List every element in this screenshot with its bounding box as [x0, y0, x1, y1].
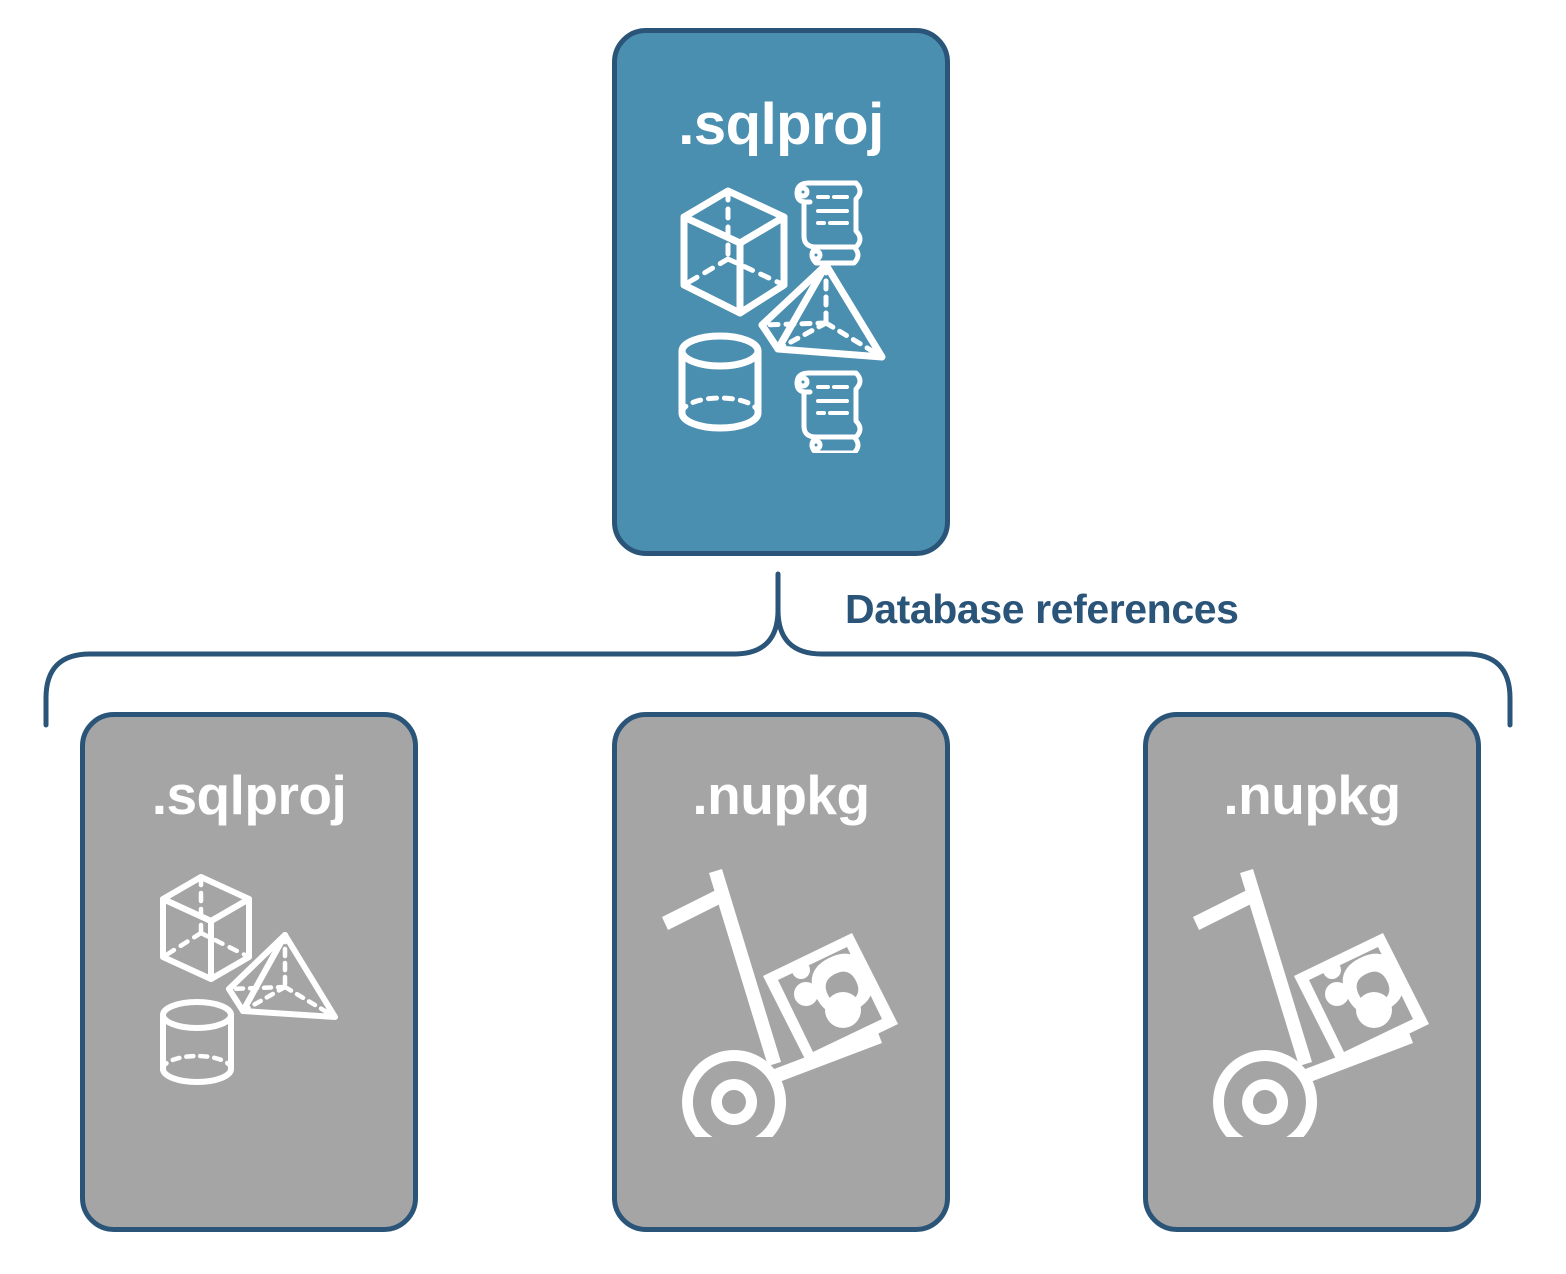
- card-icon-group: [1148, 847, 1476, 1137]
- bracket-label: Database references: [845, 586, 1239, 632]
- pyramid-icon: [758, 261, 886, 361]
- scroll-icon: [794, 370, 863, 453]
- card-root-sqlproj[interactable]: .sqlproj: [612, 28, 950, 556]
- nuget-package-dolly-icon: [662, 869, 898, 1137]
- card-icon-group: [617, 173, 945, 453]
- card-title: .sqlproj: [678, 92, 884, 157]
- card-icon-group: [85, 857, 413, 1107]
- pyramid-icon: [226, 932, 338, 1020]
- cylinder-icon: [678, 332, 762, 432]
- card-title: .sqlproj: [151, 764, 347, 826]
- card-ref-sqlproj[interactable]: .sqlproj: [80, 712, 418, 1232]
- card-title: .nupkg: [1223, 764, 1401, 826]
- card-icon-group: [617, 847, 945, 1137]
- nuget-package-dolly-icon: [1193, 869, 1429, 1137]
- scroll-icon: [794, 180, 863, 266]
- card-ref-nupkg-1[interactable]: .nupkg: [612, 712, 950, 1232]
- cylinder-icon: [160, 999, 234, 1085]
- card-ref-nupkg-2[interactable]: .nupkg: [1143, 712, 1481, 1232]
- cube-icon: [680, 187, 788, 317]
- cube-icon: [160, 874, 252, 982]
- card-title: .nupkg: [692, 764, 870, 826]
